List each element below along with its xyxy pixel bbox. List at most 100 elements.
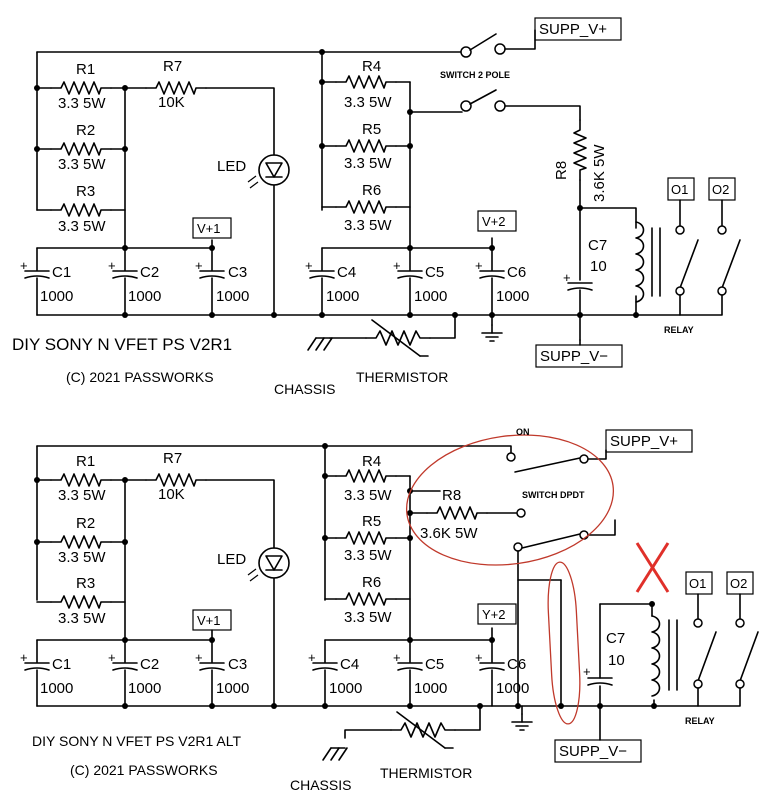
r1-value: 3.3 5W xyxy=(58,487,106,504)
r7-label: R7 xyxy=(163,58,182,75)
plus-sign: + xyxy=(563,270,571,285)
plus-sign: + xyxy=(583,664,591,679)
relay-label: RELAY xyxy=(664,325,694,335)
c6-value: 1000 xyxy=(496,288,529,305)
plus-sign: + xyxy=(308,650,316,665)
r2-label: R2 xyxy=(76,122,95,139)
c7-value: 10 xyxy=(590,258,607,275)
r6-value: 3.3 5W xyxy=(344,217,392,234)
c6-label: C6 xyxy=(507,264,526,281)
top-copyright: (C) 2021 PASSWORKS xyxy=(66,369,214,385)
o2-label: O2 xyxy=(730,576,747,591)
r6-value: 3.3 5W xyxy=(344,609,392,626)
plus-sign: + xyxy=(475,258,483,273)
switch-label: SWITCH 2 POLE xyxy=(440,70,510,80)
c3-value: 1000 xyxy=(216,288,249,305)
top-chassis-label: CHASSIS xyxy=(274,381,335,397)
plus-sign: + xyxy=(108,258,116,273)
plus-sign: + xyxy=(108,650,116,665)
r2-value: 3.3 5W xyxy=(58,549,106,566)
r2-label: R2 xyxy=(76,515,95,532)
o1-label: O1 xyxy=(671,182,688,197)
r4-label: R4 xyxy=(362,58,381,75)
r3-value: 3.3 5W xyxy=(58,610,106,627)
r1-label: R1 xyxy=(76,61,95,78)
r1-label: R1 xyxy=(76,453,95,470)
c1-value: 1000 xyxy=(40,288,73,305)
led-label: LED xyxy=(217,158,246,175)
plus-sign: + xyxy=(475,650,483,665)
plus-sign: + xyxy=(305,258,313,273)
plus-sign: + xyxy=(393,258,401,273)
c2-value: 1000 xyxy=(128,680,161,697)
c4-label: C4 xyxy=(340,656,359,673)
bottom-thermistor-label: THERMISTOR xyxy=(380,765,472,781)
r2-value: 3.3 5W xyxy=(58,156,106,173)
bottom-chassis-label: CHASSIS xyxy=(290,777,351,793)
c4-label: C4 xyxy=(337,264,356,281)
switch-label: SWITCH DPDT xyxy=(522,490,585,500)
v1-label: V+1 xyxy=(197,221,221,236)
r7-value: 10K xyxy=(158,94,185,111)
c5-label: C5 xyxy=(425,656,444,673)
r1-value: 3.3 5W xyxy=(58,95,106,112)
r7-label: R7 xyxy=(163,450,182,467)
bottom-schematic: R1 3.3 5W R2 3.3 5W R3 3.3 5W R7 10K LED… xyxy=(0,427,759,793)
c5-value: 1000 xyxy=(414,680,447,697)
plus-sign: + xyxy=(195,258,203,273)
c2-value: 1000 xyxy=(128,288,161,305)
c3-label: C3 xyxy=(228,656,247,673)
top-schematic: R1 3.3 5W R2 3.3 5W R3 3.3 5W R7 10K LED… xyxy=(12,17,741,397)
c3-label: C3 xyxy=(228,264,247,281)
top-thermistor-label: THERMISTOR xyxy=(356,369,448,385)
plus-sign: + xyxy=(195,650,203,665)
c1-label: C1 xyxy=(52,656,71,673)
led-label: LED xyxy=(217,551,246,568)
r4-value: 3.3 5W xyxy=(344,94,392,111)
c7-value: 10 xyxy=(608,652,625,669)
c6-value: 1000 xyxy=(496,680,529,697)
switch-highlight-ellipse xyxy=(405,434,615,566)
c1-label: C1 xyxy=(52,264,71,281)
c4-value: 1000 xyxy=(326,288,359,305)
c2-label: C2 xyxy=(140,656,159,673)
c4-value: 1000 xyxy=(329,680,362,697)
c7-label: C7 xyxy=(588,237,607,254)
o1-label: O1 xyxy=(689,576,706,591)
v2-label: Y+2 xyxy=(482,607,506,622)
r4-label: R4 xyxy=(362,453,381,470)
supp-neg-label: SUPP_V− xyxy=(559,743,627,760)
r4-value: 3.3 5W xyxy=(344,487,392,504)
c7-label: C7 xyxy=(606,630,625,647)
c6-label: C6 xyxy=(507,656,526,673)
o2-label: O2 xyxy=(712,182,729,197)
r5-value: 3.3 5W xyxy=(344,547,392,564)
r6-label: R6 xyxy=(362,574,381,591)
r7-value: 10K xyxy=(158,486,185,503)
r8-value: 3.6K 5W xyxy=(591,144,608,202)
plus-sign: + xyxy=(20,650,28,665)
r3-value: 3.3 5W xyxy=(58,218,106,235)
r8-label: R8 xyxy=(442,487,461,504)
on-label: ON xyxy=(516,427,530,437)
v2-label: V+2 xyxy=(482,214,506,229)
bottom-title: DIY SONY N VFET PS V2R1 ALT xyxy=(32,733,241,749)
top-title: DIY SONY N VFET PS V2R1 xyxy=(12,335,232,354)
r8-value: 3.6K 5W xyxy=(420,525,478,542)
bottom-copyright: (C) 2021 PASSWORKS xyxy=(70,762,218,778)
supp-pos-label: SUPP_V+ xyxy=(539,21,607,38)
plus-sign: + xyxy=(20,258,28,273)
r6-label: R6 xyxy=(362,182,381,199)
r5-value: 3.3 5W xyxy=(344,155,392,172)
c5-label: C5 xyxy=(425,264,444,281)
c5-value: 1000 xyxy=(414,288,447,305)
relay-label: RELAY xyxy=(685,716,715,726)
r3-label: R3 xyxy=(76,575,95,592)
supp-pos-label: SUPP_V+ xyxy=(610,433,678,450)
r3-label: R3 xyxy=(76,183,95,200)
supp-neg-label: SUPP_V− xyxy=(540,348,608,365)
r8-label: R8 xyxy=(553,161,570,180)
r5-label: R5 xyxy=(362,121,381,138)
bypass-highlight-ellipse xyxy=(547,561,581,725)
